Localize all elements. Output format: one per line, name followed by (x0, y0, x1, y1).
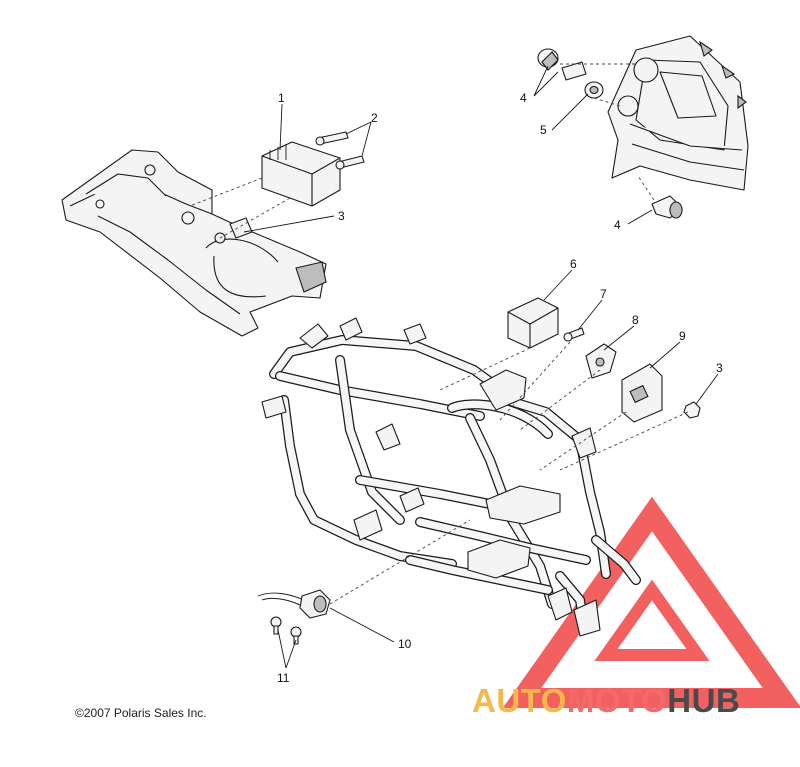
callout-1: 1 (278, 91, 285, 105)
part-4-bulb-top (537, 48, 559, 71)
part-10-sensor (257, 589, 331, 619)
part-5-grommet (584, 81, 604, 99)
callout-8: 8 (632, 313, 639, 327)
watermark-moto: MOTO (566, 682, 668, 719)
callout-6: 6 (570, 257, 577, 271)
callout-10: 10 (398, 637, 412, 651)
watermark-auto: AUTO (472, 682, 567, 719)
headlight-pod (607, 35, 749, 191)
assembly-lines (189, 63, 689, 605)
part-2-bolts (315, 131, 365, 170)
part-3-nut (683, 401, 701, 419)
callout-4-upper: 4 (520, 91, 527, 105)
part-1-module (261, 141, 341, 207)
main-frame (261, 317, 641, 637)
watermark-hub: HUB (667, 682, 741, 719)
callout-9: 9 (679, 329, 686, 343)
part-4-bulb-bottom (651, 195, 683, 219)
callout-5: 5 (540, 123, 547, 137)
callout-11: 11 (277, 671, 290, 685)
callouts: 1 2 3 3 4 4 5 6 7 8 9 10 11 (277, 91, 723, 685)
copyright-notice: ©2007 Polaris Sales Inc. (75, 706, 207, 720)
rear-subframe (61, 149, 327, 337)
callout-7: 7 (600, 287, 607, 301)
callout-2: 2 (371, 111, 378, 125)
part-7-screw (563, 327, 585, 342)
watermark-logo-text: AUTOMOTOHUB (472, 682, 740, 720)
part-6-ecu (507, 297, 559, 349)
part-9-bracket (621, 363, 663, 423)
callout-4-lower: 4 (614, 218, 621, 232)
leader-lines (243, 65, 719, 669)
part-8-plate (585, 343, 617, 379)
callout-3-upper: 3 (338, 209, 345, 223)
part-4-connector (561, 61, 587, 81)
part-11-screws (270, 616, 302, 645)
callout-3-lower: 3 (716, 361, 723, 375)
